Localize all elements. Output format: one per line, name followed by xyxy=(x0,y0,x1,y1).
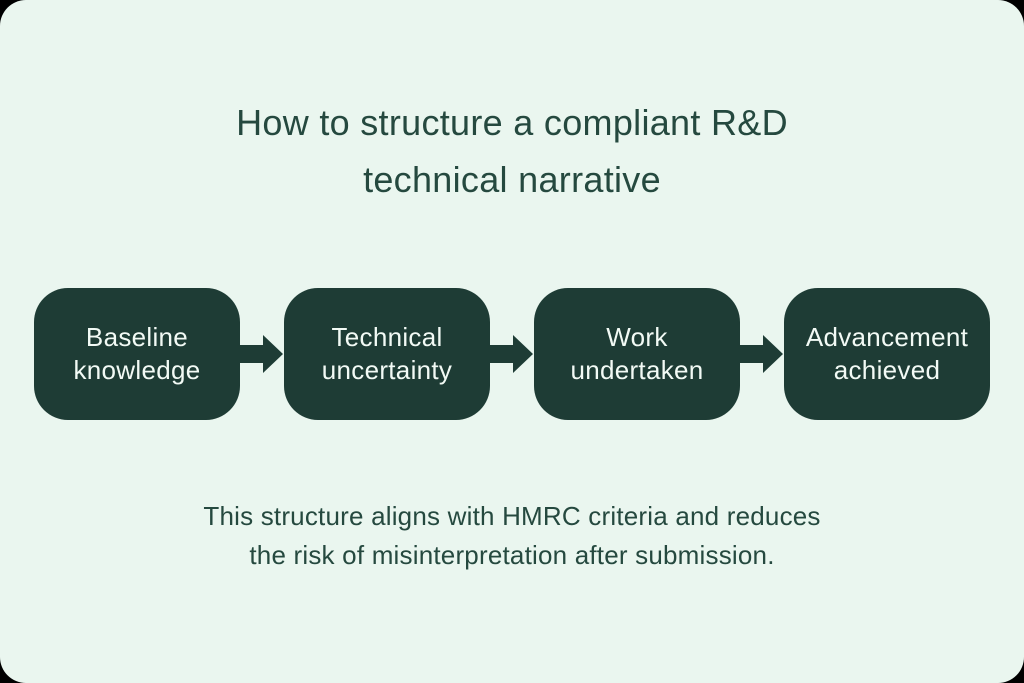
page-title-line-1: How to structure a compliant R&D xyxy=(236,102,788,143)
step-label-line-2: achieved xyxy=(833,355,941,385)
page-title: How to structure a compliant R&D technic… xyxy=(0,94,1024,208)
flow-arrow-icon xyxy=(240,335,283,373)
step-box-technical-uncertainty: Technical uncertainty xyxy=(284,288,490,420)
step-label-line-1: Baseline xyxy=(85,322,189,352)
flow-arrow-icon xyxy=(740,335,783,373)
step-label-line-1: Advancement xyxy=(805,322,969,352)
step-label-line-1: Technical xyxy=(331,322,443,352)
footer-note: This structure aligns with HMRC criteria… xyxy=(0,497,1024,575)
step-label-line-1: Work xyxy=(606,322,668,352)
page-title-line-2: technical narrative xyxy=(363,159,661,200)
step-label-line-2: undertaken xyxy=(570,355,704,385)
flow-diagram: Baseline knowledge Technical uncertainty… xyxy=(0,288,1024,420)
step-box-baseline-knowledge: Baseline knowledge xyxy=(34,288,240,420)
step-label-line-2: uncertainty xyxy=(321,355,453,385)
step-label-line-2: knowledge xyxy=(73,355,201,385)
flow-arrow-icon xyxy=(490,335,533,373)
step-box-work-undertaken: Work undertaken xyxy=(534,288,740,420)
footer-note-line-1: This structure aligns with HMRC criteria… xyxy=(203,501,821,531)
footer-note-line-2: the risk of misinterpretation after subm… xyxy=(249,540,775,570)
step-box-advancement-achieved: Advancement achieved xyxy=(784,288,990,420)
